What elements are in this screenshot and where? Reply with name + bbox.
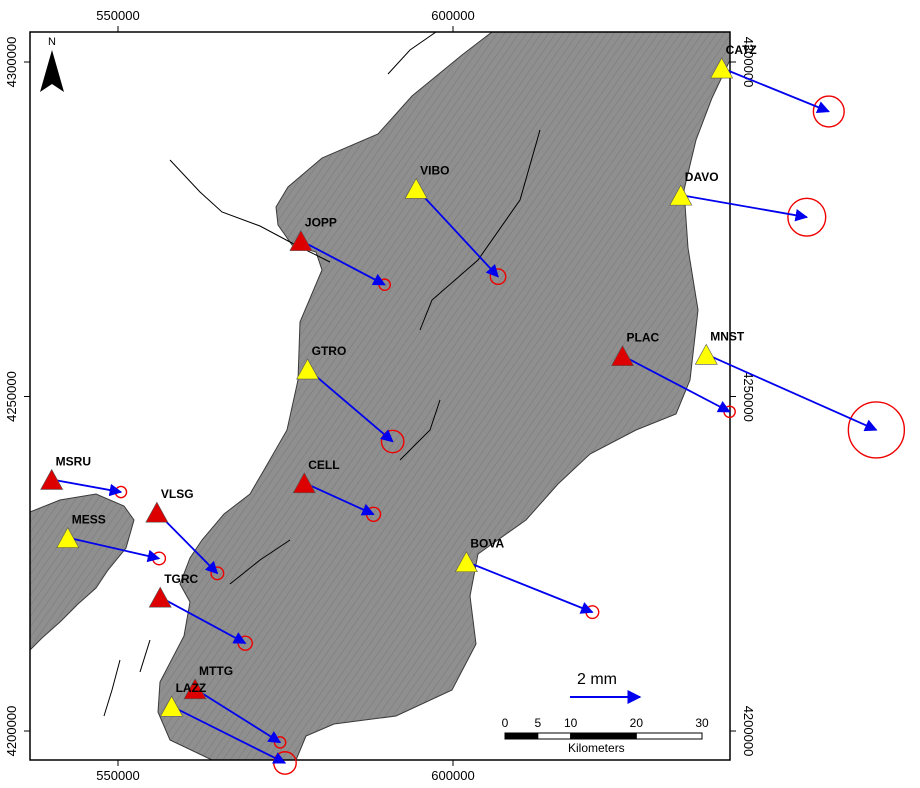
y-tick-label-right-2: 4200000 — [741, 706, 756, 757]
velocity-vector-lazz — [171, 705, 287, 764]
station-label-mess: MESS — [72, 513, 106, 527]
station-marker-plac — [611, 345, 635, 366]
velocity-vector-davo — [680, 194, 809, 222]
station-marker-mttg — [183, 678, 207, 700]
station-marker-vlsg — [145, 501, 169, 523]
error-ellipse-catz — [812, 95, 845, 128]
station-label-vibo: VIBO — [420, 163, 449, 177]
x-tick-label-top-0: 550000 — [96, 8, 139, 23]
scale-bar-tick-2: 10 — [564, 716, 578, 730]
station-label-gtro: GTRO — [312, 344, 347, 358]
scale-bar-unit: Kilometers — [568, 741, 625, 755]
velocity-vector-cell — [303, 481, 375, 516]
error-ellipse-davo — [787, 197, 827, 237]
velocity-vector-plac — [622, 354, 731, 413]
station-marker-davo — [669, 184, 693, 206]
station-label-tgrc: TGRC — [164, 572, 198, 586]
station-marker-cell — [292, 472, 316, 494]
y-tick-label-right-1: 4250000 — [741, 371, 756, 422]
calabria-landmass — [157, 32, 730, 760]
station-marker-mnst — [694, 343, 718, 365]
velocity-vector-gtro — [307, 368, 394, 443]
velocity-vector-vibo — [415, 187, 499, 278]
station-label-davo: DAVO — [685, 170, 719, 184]
scale-bar-tick-4: 30 — [695, 716, 709, 730]
error-ellipse-mnst — [847, 401, 906, 459]
x-tick-label-top-1: 600000 — [431, 8, 474, 23]
vector-legend-label: 2 mm — [577, 671, 617, 688]
scale-bar-segment-1 — [537, 732, 572, 740]
station-marker-catz — [710, 57, 734, 79]
scale-bar-segment-0 — [504, 732, 539, 740]
station-marker-gtro — [296, 358, 320, 380]
station-label-lazz: LAZZ — [176, 681, 207, 695]
scale-bar-segment-2 — [570, 732, 637, 740]
velocity-vector-tgrc — [159, 596, 247, 644]
station-label-msru: MSRU — [56, 454, 91, 468]
velocity-vectors — [51, 67, 906, 775]
scale-bar-tick-3: 20 — [630, 716, 644, 730]
velocity-vector-catz — [721, 67, 830, 114]
x-tick-label-bottom-1: 600000 — [431, 768, 474, 783]
north-arrow-icon — [40, 50, 64, 92]
x-tick-label-bottom-0: 550000 — [96, 768, 139, 783]
station-marker-mess — [56, 527, 80, 548]
station-label-cell: CELL — [308, 458, 339, 472]
sicily-landmass — [30, 493, 135, 651]
scale-bar-tick-1: 5 — [534, 716, 541, 730]
station-marker-vibo — [404, 177, 428, 199]
scale-bar: Kilometers 0 5 10 20 30 — [502, 716, 709, 755]
y-tick-label-left-0: 4300000 — [4, 37, 19, 88]
north-label: N — [48, 36, 56, 48]
station-label-bova: BOVA — [470, 537, 504, 551]
velocity-vector-mess — [67, 536, 161, 563]
scale-bar-segment-3 — [635, 732, 703, 740]
station-label-catz: CATZ — [726, 43, 757, 57]
station-label-plac: PLAC — [627, 331, 660, 345]
station-marker-msru — [40, 468, 64, 490]
north-arrow: N — [40, 36, 64, 92]
velocity-vector-jopp — [300, 239, 386, 286]
station-label-jopp: JOPP — [305, 216, 337, 230]
velocity-vector-bova — [466, 560, 594, 614]
scale-bar-tick-0: 0 — [502, 716, 509, 730]
y-tick-label-left-2: 4200000 — [4, 706, 19, 757]
vector-legend: 2 mm — [570, 671, 642, 704]
gnss-stations: CATZ DAVO VIBO JOPP GTRO PLAC MNST CELL BOVA MSRU… — [40, 43, 757, 717]
station-label-vlsg: VLSG — [161, 487, 194, 501]
velocity-vector-mnst — [705, 353, 878, 432]
velocity-vector-msru — [51, 478, 123, 497]
velocity-vector-mttg — [194, 688, 282, 744]
y-tick-label-right-0: 4300000 — [741, 37, 756, 88]
station-label-mnst: MNST — [710, 329, 745, 343]
y-tick-label-left-1: 4250000 — [4, 371, 19, 422]
station-marker-lazz — [160, 695, 184, 717]
station-label-mttg: MTTG — [199, 664, 233, 678]
grid-ticks: 550000 550000 600000 600000 4300000 4300000 42… — [4, 8, 756, 783]
station-marker-jopp — [289, 230, 313, 251]
station-marker-tgrc — [148, 586, 172, 608]
station-marker-bova — [454, 551, 478, 573]
